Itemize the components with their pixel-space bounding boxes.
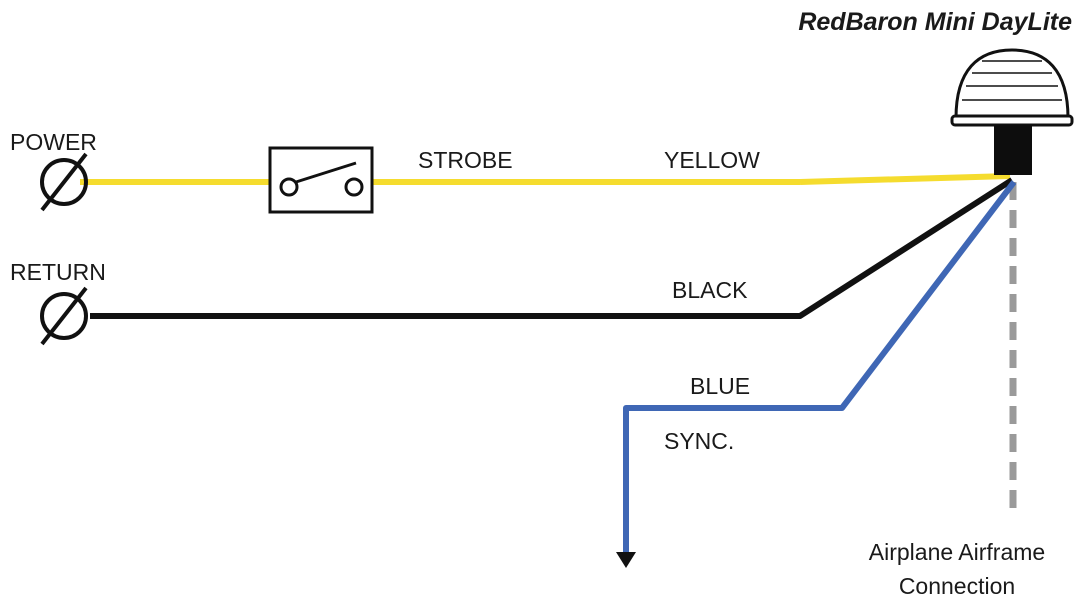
strobe-label: STROBE [418,147,513,173]
device-title: RedBaron Mini DayLite [798,8,1072,36]
blue-label: BLUE [690,373,750,399]
airframe-label-line1: Airplane Airframe [869,539,1045,565]
black-wire [90,177,1014,319]
yellow-wire [80,173,1011,185]
power-label: POWER [10,129,97,155]
terminal-symbol-icon [40,152,88,212]
sync-label: SYNC. [664,428,734,454]
strobe-light-icon [950,48,1074,175]
return-label: RETURN [10,259,106,285]
blue-wire [623,180,1017,556]
yellow-label: YELLOW [664,147,760,173]
airframe-label-line2: Connection [899,573,1015,599]
black-label: BLACK [672,277,748,303]
terminal-symbol-icon [40,286,88,346]
arrow-down-icon [616,552,636,568]
switch-icon [268,146,374,214]
